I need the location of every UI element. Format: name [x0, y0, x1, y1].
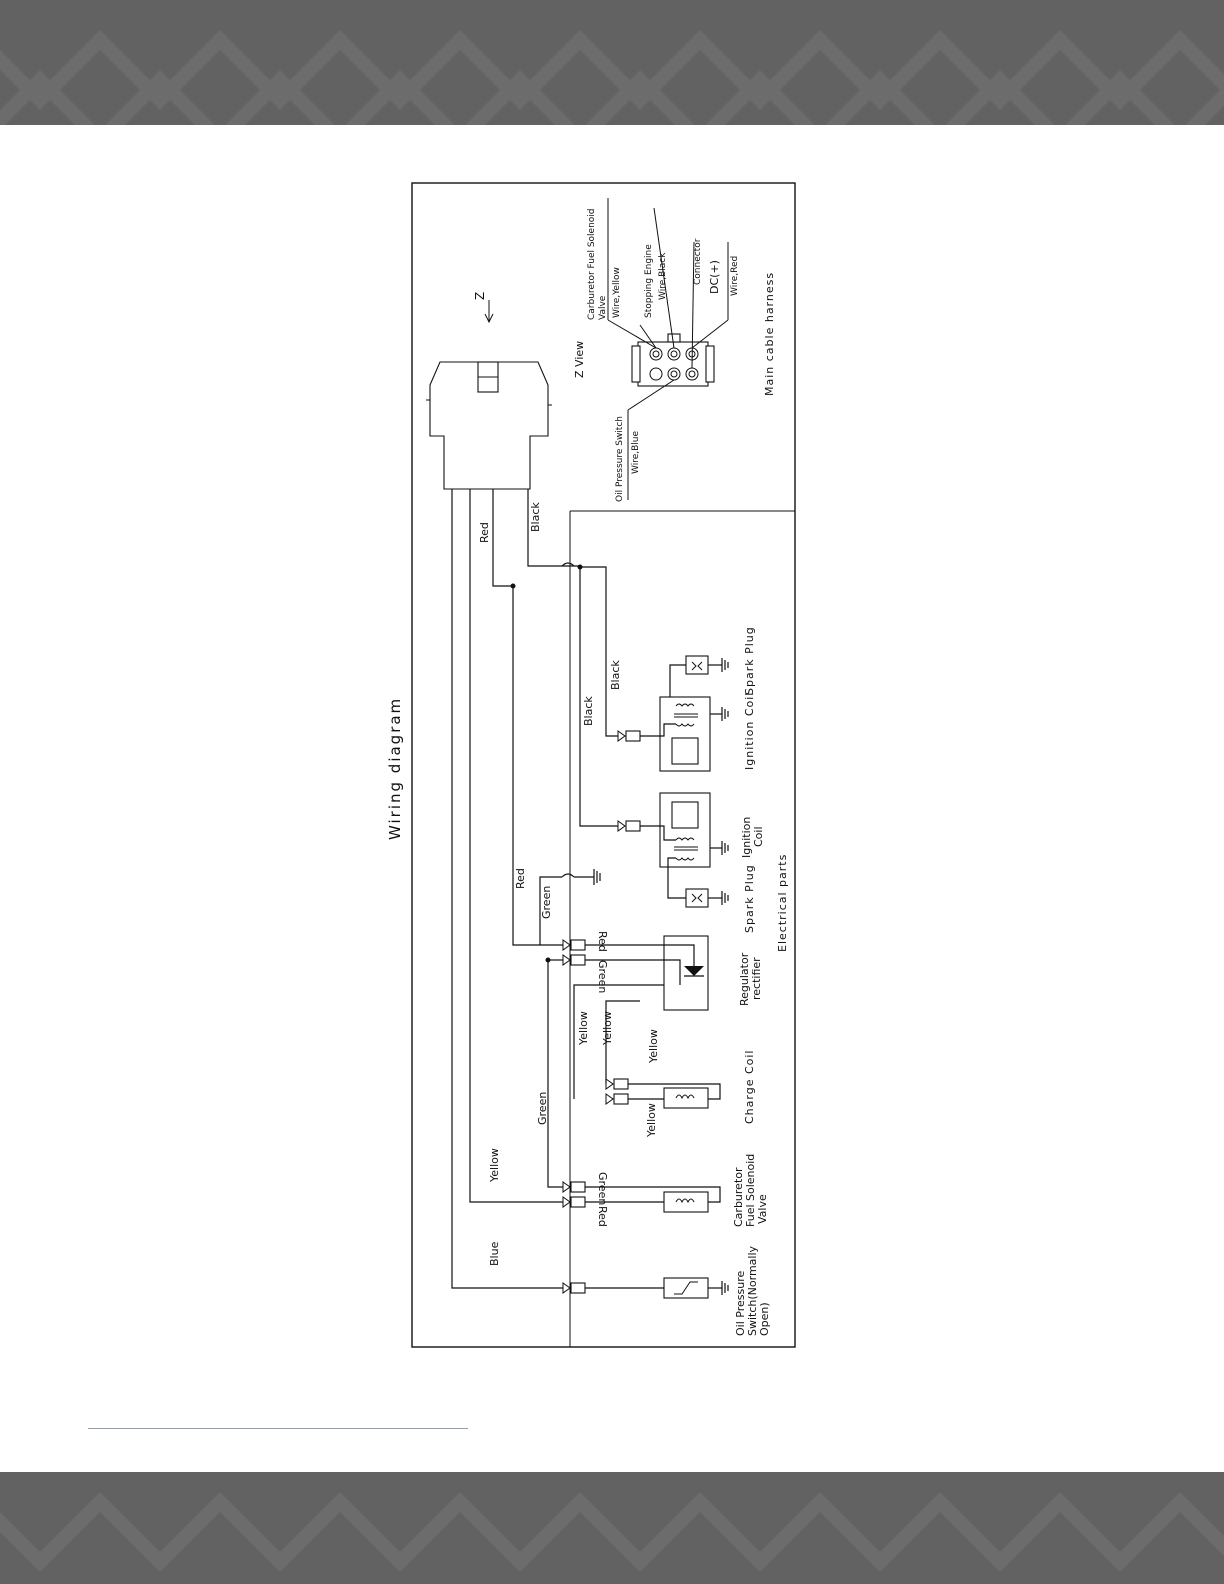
- wire-label-green-carb: Green: [596, 1172, 609, 1205]
- wire-label-green-mid: Green: [540, 886, 553, 919]
- component-charge-coil: Charge Coil: [743, 1050, 756, 1125]
- wire-label-red-main: Red: [478, 522, 491, 543]
- component-ignition-coil-2b: Coil: [752, 826, 765, 847]
- wire-label-black-2: Black: [582, 696, 595, 726]
- main-connector: [426, 361, 552, 490]
- header-band: [0, 0, 1224, 125]
- ignition-coil-1: [640, 696, 729, 772]
- label-connector: Connector: [693, 238, 703, 285]
- wire-label-black-1: Black: [609, 660, 622, 690]
- component-ignition-coil-1: Ignition Coil: [743, 692, 756, 770]
- component-carb-b: Fuel Solenoid: [744, 1154, 757, 1227]
- wire-label-blue: Blue: [488, 1241, 501, 1266]
- component-regulator-b: rectifier: [750, 957, 763, 1000]
- label-stop-engine: Stopping Engine: [644, 244, 654, 318]
- component-regulator-a: Regulator: [738, 952, 751, 1006]
- spark-plug-1: [669, 655, 729, 711]
- wire-label-red-mid: Red: [514, 868, 527, 889]
- ground-green: [593, 869, 601, 885]
- label-carb-valve-b: Valve: [598, 295, 608, 320]
- component-oil-b: Switch(Normally: [746, 1245, 759, 1336]
- label-stop-wire: Wire,Black: [658, 252, 668, 300]
- label-oil-wire: Wire,Blue: [631, 431, 641, 474]
- component-ignition-coil-2a: Ignition: [740, 817, 753, 858]
- diagram-title: Wiring diagram: [386, 697, 404, 840]
- z-arrow: Z: [473, 292, 494, 324]
- wire-label-black-main: Black: [529, 502, 542, 532]
- main-harness-label: Main cable harness: [763, 272, 776, 396]
- label-oil-switch: Oil Pressure Switch: [615, 416, 625, 502]
- component-oil-c: Open): [758, 1302, 771, 1336]
- wire-label-yellow-low: Yellow: [488, 1148, 501, 1183]
- wire-label-yellow-4: Yellow: [645, 1103, 658, 1138]
- component-carb-c: Valve: [756, 1194, 769, 1224]
- component-oil-a: Oil Pressure: [734, 1271, 747, 1336]
- wire-label-green-reg: Green: [596, 960, 609, 993]
- spark-plug-2: [667, 857, 729, 908]
- electrical-parts-label: Electrical parts: [776, 854, 789, 952]
- footer-band: [0, 1472, 1224, 1584]
- wire-label-yellow-1: Yellow: [577, 1011, 590, 1046]
- charge-coil: [628, 1083, 721, 1109]
- footer-pattern: [0, 1492, 1224, 1572]
- wire-label-green-low: Green: [536, 1092, 549, 1125]
- label-dc-wire: Wire,Red: [730, 256, 740, 296]
- wire-label-red-carb: Red: [596, 1206, 609, 1227]
- label-carb-wire: Wire,Yellow: [612, 267, 622, 318]
- wires: [451, 489, 695, 1289]
- component-carb-a: Carburetor: [732, 1167, 745, 1227]
- svg-text:Z: Z: [473, 292, 487, 300]
- diagram-border: [411, 182, 796, 1348]
- component-spark-plug-2: Spark Plug: [743, 864, 756, 933]
- component-spark-plug-1: Spark Plug: [743, 626, 756, 695]
- header-pattern: [0, 30, 1224, 125]
- wire-label-red-reg: Red: [596, 931, 609, 952]
- footnote-rule: [88, 1428, 468, 1429]
- wire-label-yellow-3: Yellow: [647, 1029, 660, 1064]
- oil-pressure-switch: [585, 1277, 729, 1299]
- z-view-label: Z View: [573, 341, 586, 378]
- ignition-coil-2: [640, 792, 729, 868]
- regulator-rectifier: [585, 935, 709, 1011]
- carb-solenoid: [585, 1186, 721, 1213]
- label-dc: DC(+): [708, 260, 721, 294]
- z-view-connector: [607, 198, 729, 500]
- wire-label-yellow-2: Yellow: [601, 1011, 614, 1046]
- label-carb-valve-a: Carburetor Fuel Solenoid: [587, 208, 597, 320]
